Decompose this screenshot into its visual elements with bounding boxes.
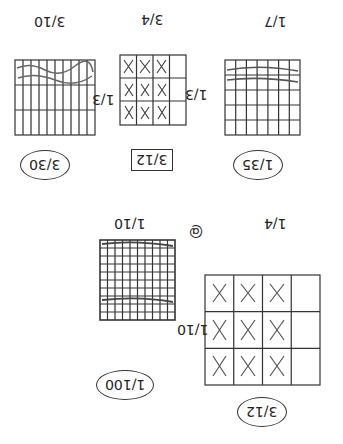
fraction-label: 1/10: [114, 216, 145, 231]
grid-tenths-thirds: [15, 60, 95, 135]
fraction-label: 1/7: [264, 14, 287, 29]
fraction-label: 1/3: [185, 87, 208, 102]
fraction-label: 1/3: [92, 92, 115, 107]
fraction-label: 3/4: [141, 12, 164, 27]
circled-answer: 1/35: [233, 150, 282, 180]
fraction-label: @: [189, 224, 203, 239]
fraction-label: 1/4: [264, 216, 287, 231]
grid-fourths-thirds: [120, 55, 186, 125]
answer-text: 3/12: [246, 404, 277, 420]
fraction-label: 1/10: [177, 322, 208, 337]
grid-tenths-tenths: [100, 240, 175, 320]
fraction-label: 3/10: [34, 14, 65, 29]
answer-text: 3/30: [29, 157, 60, 173]
boxed-answer: 3/12: [131, 149, 172, 171]
answer-text: 1/100: [105, 377, 145, 393]
circled-answer: 3/30: [20, 150, 69, 180]
grid-fourths-thirds-lower: [205, 275, 320, 385]
circled-answer: 1/100: [96, 370, 154, 400]
grid-sevenths-fifths: [225, 60, 300, 135]
answer-text: 1/35: [242, 157, 273, 173]
circled-answer: 3/12: [237, 397, 286, 427]
answer-text: 3/12: [136, 152, 167, 168]
